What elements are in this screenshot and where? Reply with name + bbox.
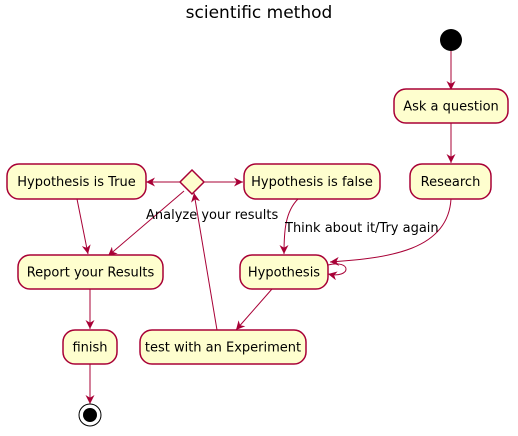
diagram-title: scientific method [186,3,333,23]
edge-research-to-hypothesis [329,198,452,266]
start-node-icon [440,29,462,51]
edge-label-analyze: Analyze your results [146,208,278,223]
node-label: Report your Results [27,266,155,281]
node-research: Research [409,163,492,200]
node-ask-a-question: Ask a question [393,88,509,124]
node-label: Hypothesis is True [17,175,135,190]
node-label: Hypothesis [248,266,320,281]
node-test-with-an-experiment: test with an Experiment [139,329,307,365]
edge-true-to-report [76,198,91,255]
edges [76,51,456,404]
node-report-your-results: Report your Results [17,254,164,290]
node-label: Ask a question [403,100,499,115]
edge-experiment-to-decision [191,192,218,331]
node-label: test with an Experiment [145,341,301,356]
edge-false-to-hypothesis [279,198,299,255]
edge-label-think: Think about it/Try again [284,221,439,236]
edge-decision-to-report [107,190,185,257]
node-label: Research [421,175,481,190]
node-hypothesis-is-false: Hypothesis is false [243,163,381,200]
end-node-icon [78,403,102,427]
node-hypothesis: Hypothesis [239,254,329,290]
edge-hypothesis-self-loop [327,263,347,281]
node-hypothesis-is-true: Hypothesis is True [6,163,147,200]
edge-hypothesis-to-experiment [235,288,273,331]
decision-diamond-icon [178,168,206,196]
node-finish: finish [62,329,118,365]
node-label: finish [72,341,107,356]
node-label: Hypothesis is false [251,175,373,190]
